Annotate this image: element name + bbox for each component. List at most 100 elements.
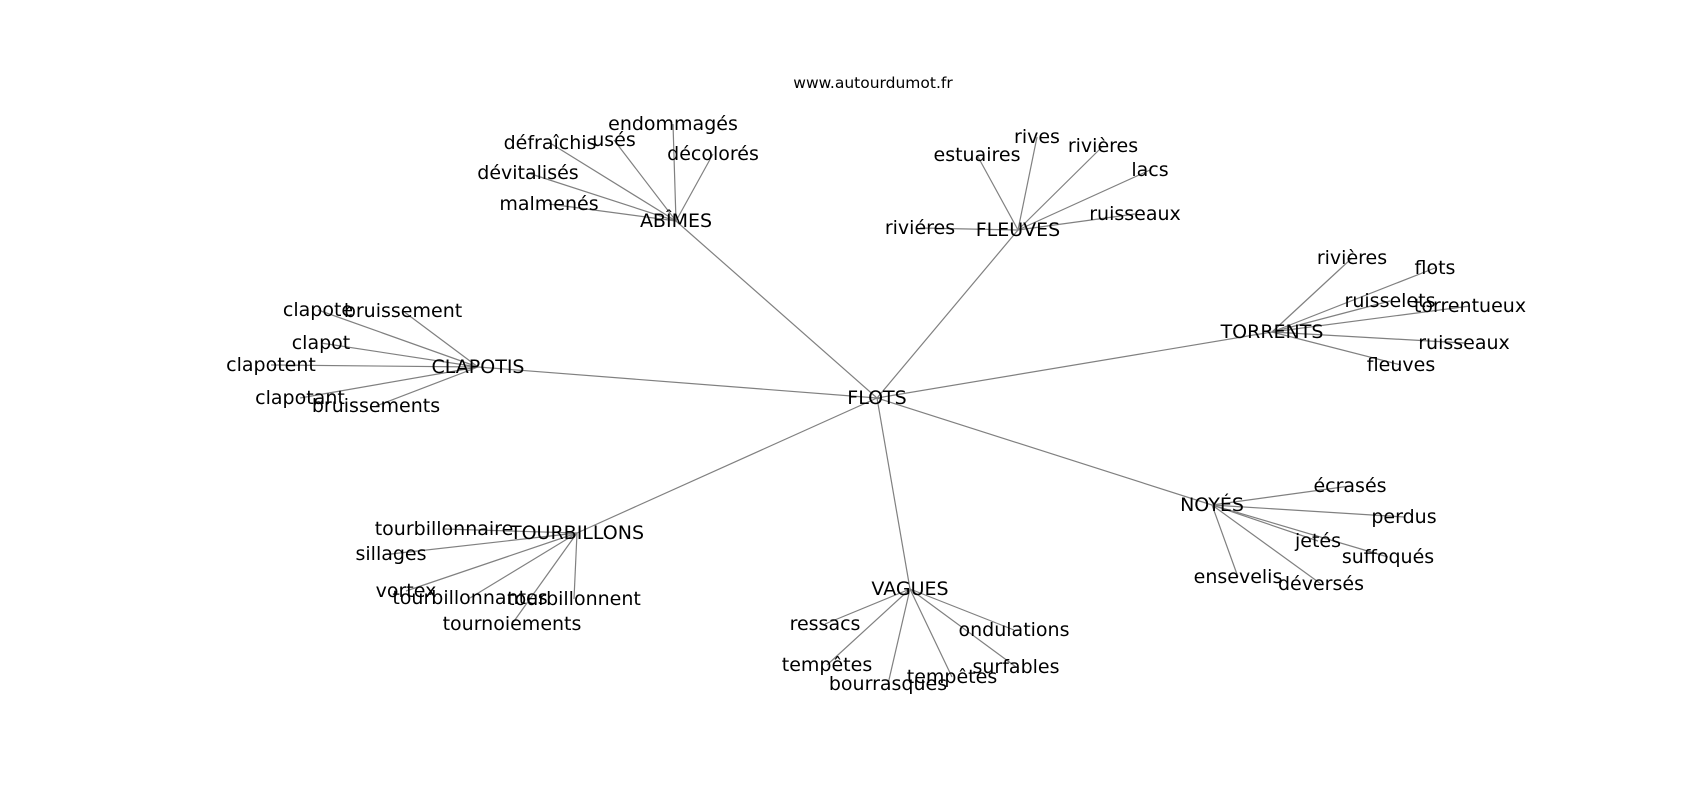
- hub-leaf-edge: [1271, 257, 1353, 333]
- hub-leaf-edge: [402, 310, 479, 368]
- hub-node-label: TOURBILLONS: [509, 522, 644, 544]
- leaf-node-label: endommagés: [608, 113, 738, 135]
- leaf-node-label: suffoqués: [1342, 546, 1434, 568]
- root-hub-edge: [876, 397, 911, 590]
- root-hub-edge: [576, 397, 878, 534]
- leaf-node-label: tempêtes: [782, 654, 872, 676]
- root-hub-edge: [477, 366, 878, 399]
- leaf-node-label: dévitalisés: [477, 162, 578, 184]
- hub-leaf-edge: [1271, 267, 1436, 333]
- hub-leaf-edge: [672, 123, 677, 222]
- hub-leaf-edge: [613, 139, 677, 222]
- hub-node-label: TORRENTS: [1220, 321, 1324, 343]
- hub-leaf-edge: [527, 172, 677, 222]
- hub-leaf-edge: [909, 588, 953, 678]
- leaf-node-label: usés: [592, 129, 636, 151]
- site-url-label: www.autourdumot.fr: [793, 74, 953, 92]
- root-hub-edge: [876, 331, 1273, 399]
- leaf-node-label: déversés: [1278, 573, 1364, 595]
- leaf-node-label: rivières: [1317, 247, 1387, 269]
- hub-node-label: FLEUVES: [976, 219, 1061, 241]
- hub-node-label: ABÎMES: [640, 209, 712, 232]
- leaf-node-label: vortex: [376, 580, 437, 602]
- hub-leaf-edge: [675, 153, 714, 222]
- leaf-node-label: écrasés: [1313, 475, 1386, 497]
- leaf-node-label: ensevelis: [1194, 566, 1283, 588]
- leaf-node-label: jetés: [1294, 530, 1341, 552]
- hub-leaf-edge: [1211, 485, 1351, 506]
- leaf-node-label: bruissement: [344, 300, 462, 322]
- leaf-node-label: perdus: [1371, 506, 1436, 528]
- hub-leaf-edge: [909, 588, 1015, 631]
- leaf-node-label: tournoiements: [443, 613, 582, 635]
- leaf-node-label: torrentueux: [1414, 295, 1526, 317]
- leaf-node-label: ruisseaux: [1418, 332, 1510, 354]
- hub-leaf-edge: [443, 528, 578, 534]
- hub-node-label: CLAPOTIS: [432, 356, 525, 378]
- hub-leaf-edge: [976, 154, 1019, 231]
- leaf-node-label: rivières: [1068, 135, 1138, 157]
- leaf-node-label: ruisseaux: [1089, 203, 1181, 225]
- hub-leaf-edge: [1271, 331, 1402, 366]
- hub-leaf-edge: [375, 366, 479, 407]
- leaf-node-label: lacs: [1131, 159, 1168, 181]
- leaf-node-label: décolorés: [667, 143, 759, 165]
- hub-leaf-edge: [1211, 504, 1239, 578]
- hub-leaf-edge: [1017, 169, 1151, 231]
- leaf-node-label: tourbillonnaire: [375, 518, 514, 540]
- hub-leaf-edge: [390, 532, 578, 555]
- leaf-node-label: clapotant: [255, 387, 345, 409]
- root-hub-edge: [876, 397, 1213, 506]
- hub-leaf-edge: [1017, 136, 1038, 231]
- leaf-node-label: surfables: [972, 656, 1059, 678]
- leaf-node-label: clapotent: [226, 354, 316, 376]
- hub-leaf-edge: [1211, 504, 1319, 542]
- leaf-node-label: bourrasques: [829, 673, 947, 695]
- hub-leaf-edge: [548, 203, 677, 222]
- hub-leaf-edge: [1211, 504, 1322, 585]
- leaf-node-label: défraîchis: [504, 132, 597, 154]
- hub-leaf-edge: [1271, 305, 1471, 333]
- hub-leaf-edge: [317, 309, 479, 368]
- leaf-node-label: ondulations: [959, 619, 1070, 641]
- hub-leaf-edge: [919, 227, 1019, 231]
- hub-leaf-edge: [270, 364, 479, 368]
- hub-leaf-edge: [469, 532, 578, 599]
- hub-leaf-edge: [299, 366, 479, 399]
- hub-leaf-edge: [549, 142, 677, 222]
- leaf-node-label: bruissements: [312, 395, 440, 417]
- hub-leaf-edge: [1211, 504, 1405, 518]
- hub-leaf-edge: [1271, 331, 1465, 344]
- hub-leaf-edge: [573, 532, 578, 600]
- root-hub-edge: [876, 229, 1019, 399]
- root-node-label: FLOTS: [847, 387, 906, 409]
- hub-leaf-edge: [1017, 213, 1136, 231]
- leaf-node-label: clapot: [292, 332, 351, 354]
- leaf-node-label: sillages: [355, 543, 426, 565]
- leaf-node-label: malmenés: [499, 193, 598, 215]
- hub-leaf-edge: [511, 532, 578, 625]
- hub-node-label: NOYÉS: [1180, 493, 1244, 516]
- hub-leaf-edge: [887, 588, 911, 685]
- leaf-node-label: riviéres: [885, 217, 955, 239]
- leaf-node-label: tourbillonnantes: [392, 587, 547, 609]
- leaf-node-label: fleuves: [1367, 354, 1436, 376]
- leaf-node-label: flots: [1415, 257, 1456, 279]
- graph-edges: [270, 123, 1471, 685]
- leaf-node-label: tourbillonnent: [507, 588, 641, 610]
- leaf-node-label: clapote: [283, 299, 353, 321]
- hub-leaf-edge: [1017, 145, 1104, 231]
- hub-leaf-edge: [405, 532, 578, 592]
- leaf-node-label: tempêtes: [907, 666, 997, 688]
- root-hub-edge: [675, 220, 878, 399]
- leaf-node-label: rives: [1014, 126, 1060, 148]
- hub-leaf-edge: [320, 342, 479, 368]
- hub-leaf-edge: [824, 588, 911, 625]
- hub-leaf-edge: [1211, 504, 1389, 558]
- leaf-node-label: ressacs: [790, 613, 861, 635]
- hub-leaf-edge: [826, 588, 911, 666]
- leaf-node-label: ruisselets: [1345, 290, 1436, 312]
- hub-node-label: VAGUES: [871, 578, 948, 600]
- hub-leaf-edge: [1271, 300, 1391, 333]
- hub-leaf-edge: [909, 588, 1017, 668]
